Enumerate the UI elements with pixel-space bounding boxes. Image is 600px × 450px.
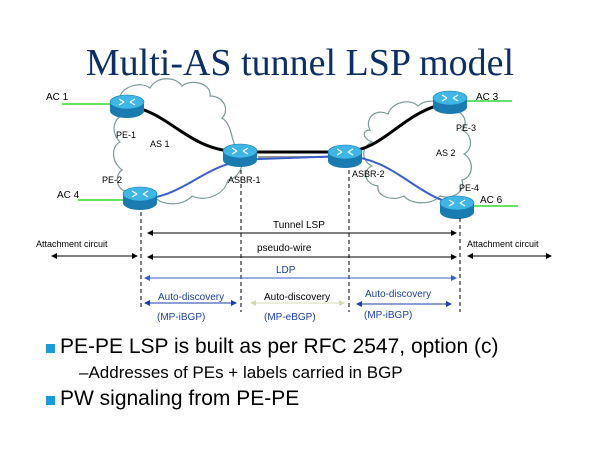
sub-bullet-item: –Addresses of PEs + labels carried in BG…	[79, 363, 403, 382]
bullet-square-icon	[46, 395, 55, 405]
tunnel-lsp-path	[109, 99, 467, 154]
pe4-label: PE-4	[459, 183, 479, 193]
as2-cloud	[363, 100, 472, 204]
bullet-item: PE-PE LSP is built as per RFC 2547, opti…	[46, 333, 498, 361]
ldp-label: LDP	[276, 265, 296, 276]
auto-discovery-3-protocol: (MP-iBGP)	[364, 310, 412, 321]
tunnel-lsp-label: Tunnel LSP	[273, 220, 325, 231]
pe3-label: PE-3	[456, 123, 476, 133]
attachment-circuit-left-label: Attachment circuit	[36, 239, 108, 249]
bullet-text: PE-PE LSP is built as per RFC 2547, opti…	[60, 335, 499, 358]
pseudo-wire-path	[129, 154, 473, 207]
asbr2-label: ASBR-2	[352, 169, 385, 179]
ac6-label: AC 6	[480, 195, 503, 206]
as1-label: AS 1	[150, 139, 170, 149]
pseudo-wire-label: pseudo-wire	[257, 243, 312, 254]
auto-discovery-3-label: Auto-discovery	[365, 289, 431, 300]
attachment-circuit-right-label: Attachment circuit	[467, 239, 539, 249]
router-pe-4	[439, 195, 475, 220]
router-asbr-1	[222, 143, 258, 168]
ac3-label: AC 3	[476, 92, 499, 103]
bullet-list: PE-PE LSP is built as per RFC 2547, opti…	[46, 333, 498, 413]
pe2-label: PE-2	[102, 175, 122, 185]
asbr1-label: ASBR-1	[228, 175, 261, 185]
router-pe-2	[122, 186, 158, 211]
as2-label: AS 2	[436, 148, 456, 158]
ac1-label: AC 1	[46, 92, 69, 103]
auto-discovery-2-protocol: (MP-eBGP)	[264, 312, 316, 323]
bullet-square-icon	[46, 343, 55, 353]
router-asbr-2	[327, 144, 363, 169]
auto-discovery-1-label: Auto-discovery	[158, 292, 224, 303]
network-diagram: AC 1 AC 3 AC 4 AC 6 PE-1 PE-2 ASBR-1 ASB…	[36, 78, 552, 323]
bullet-item: PW signaling from PE-PE	[46, 385, 498, 413]
pe1-label: PE-1	[116, 130, 136, 140]
router-pe-1	[109, 94, 145, 119]
ac4-label: AC 4	[57, 190, 80, 201]
bullet-text: PW signaling from PE-PE	[60, 387, 300, 410]
router-pe-3	[432, 90, 468, 115]
auto-discovery-2-label: Auto-discovery	[264, 292, 330, 303]
auto-discovery-1-protocol: (MP-iBGP)	[157, 312, 205, 323]
slide-title: Multi-AS tunnel LSP model	[85, 42, 515, 84]
as1-cloud	[112, 78, 243, 205]
